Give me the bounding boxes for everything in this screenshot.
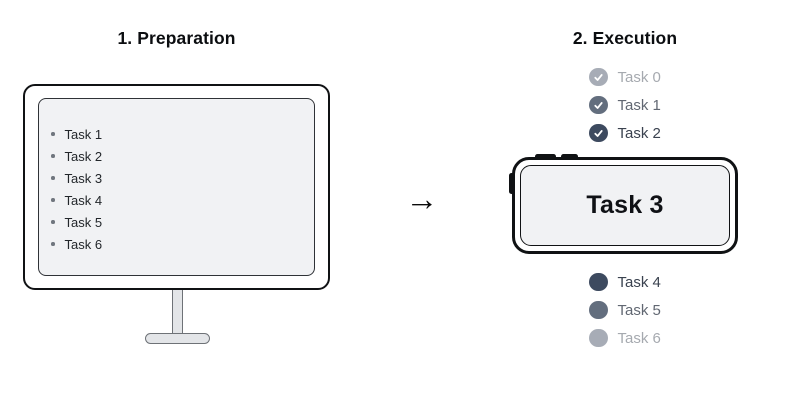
preparation-title: 1. Preparation [117, 28, 236, 48]
check-icon [594, 101, 603, 109]
task-label: Task 0 [617, 68, 661, 86]
task-list-item: Task 2 [51, 145, 314, 167]
current-task-label: Task 3 [586, 191, 664, 219]
monitor-screen: Task 1 Task 2 Task 3 Task 4 Task 5 Task … [38, 98, 315, 276]
task-label: Task 6 [64, 236, 103, 252]
completed-task-row: Task 1 [589, 91, 661, 119]
bullet-icon [51, 176, 55, 180]
pending-task-row: Task 5 [589, 296, 661, 324]
task-label: Task 4 [617, 273, 661, 291]
task-label: Task 2 [617, 124, 661, 142]
check-icon [594, 73, 603, 81]
pending-circle-icon [589, 328, 608, 348]
bullet-icon [51, 154, 55, 158]
bullet-icon [51, 220, 55, 224]
task-label: Task 4 [64, 192, 103, 208]
check-circle-icon [589, 95, 608, 115]
task-label: Task 5 [64, 214, 103, 230]
bullet-icon [51, 132, 55, 136]
phone-screen: Task 3 [520, 165, 730, 246]
pending-circle-icon [589, 300, 608, 320]
execution-title: 2. Execution [572, 28, 678, 48]
task-label: Task 2 [64, 148, 103, 164]
pending-circle-icon [589, 272, 608, 292]
task-label: Task 3 [64, 170, 103, 186]
task-list: Task 1 Task 2 Task 3 Task 4 Task 5 Task … [39, 99, 314, 255]
task-list-item: Task 3 [51, 167, 314, 189]
bullet-icon [51, 242, 55, 246]
phone: Task 3 [508, 154, 738, 254]
task-list-item: Task 5 [51, 211, 314, 233]
completed-task-list: Task 0 Task 1 Task 2 [589, 63, 661, 147]
completed-task-row: Task 0 [589, 63, 661, 91]
task-label: Task 1 [64, 126, 103, 142]
completed-task-row: Task 2 [589, 119, 661, 147]
check-circle-icon [589, 123, 608, 143]
task-label: Task 6 [617, 329, 661, 347]
check-circle-icon [589, 67, 608, 87]
task-list-item: Task 4 [51, 189, 314, 211]
pending-task-list: Task 4 Task 5 Task 6 [589, 268, 661, 352]
monitor: Task 1 Task 2 Task 3 Task 4 Task 5 Task … [23, 84, 330, 290]
task-label: Task 5 [617, 301, 661, 319]
task-label: Task 1 [617, 96, 661, 114]
pending-task-row: Task 4 [589, 268, 661, 296]
monitor-stand-neck [172, 288, 183, 336]
pending-task-row: Task 6 [589, 324, 661, 352]
task-list-item: Task 6 [51, 233, 314, 255]
bullet-icon [51, 198, 55, 202]
check-icon [594, 129, 603, 137]
arrow-right-icon: → [405, 180, 439, 217]
monitor-stand-base [145, 333, 210, 344]
task-list-item: Task 1 [51, 123, 314, 145]
phone-frame: Task 3 [512, 157, 738, 254]
